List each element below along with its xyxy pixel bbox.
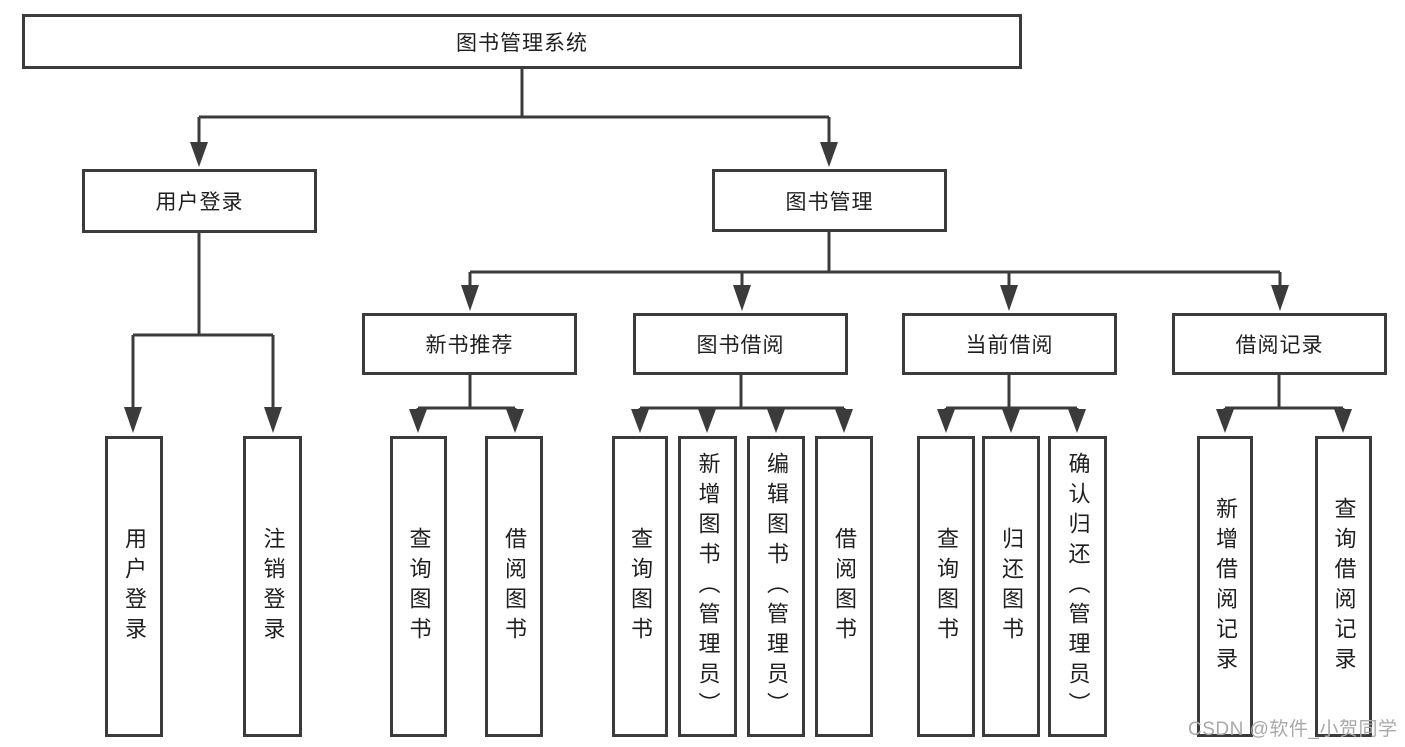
arrowhead-query-books-rec bbox=[409, 409, 427, 433]
leaf-borrow-books-bb: 借阅图书 bbox=[815, 436, 873, 737]
leaf-add-books: 新增图书（管理员） bbox=[678, 436, 737, 737]
arrowhead-book-mgmt bbox=[820, 142, 838, 167]
node-borrow-records-label: 借阅记录 bbox=[1235, 334, 1324, 357]
node-book-borrow-label: 图书借阅 bbox=[696, 334, 785, 357]
leaf-query-record-label: 查询借阅记录 bbox=[1331, 496, 1357, 677]
arrowhead-edit-books bbox=[767, 409, 785, 433]
leaf-user-login: 用户登录 bbox=[105, 436, 163, 737]
arrowhead-add-books bbox=[698, 409, 716, 433]
node-book-mgmt-label: 图书管理 bbox=[785, 190, 874, 214]
leaf-borrow-books-rec-label: 借阅图书 bbox=[502, 526, 527, 647]
leaf-add-record-label: 新增借阅记录 bbox=[1213, 496, 1238, 677]
arrowhead-leaf-logout bbox=[264, 407, 282, 433]
leaf-query-books-rec: 查询图书 bbox=[390, 436, 447, 737]
arrowhead-current-borrow bbox=[1000, 285, 1018, 311]
connector-user-login-children bbox=[131, 233, 275, 409]
arrowhead-borrow-records bbox=[1271, 285, 1289, 311]
leaf-query-books-cb: 查询图书 bbox=[917, 436, 975, 737]
arrowhead-user-login bbox=[190, 142, 208, 167]
leaf-query-books-bb: 查询图书 bbox=[612, 436, 668, 737]
csdn-watermark: CSDN @软件_小贺同学 bbox=[1188, 719, 1398, 740]
connector-new-book-rec-children bbox=[416, 375, 517, 412]
connector-current-borrow-children bbox=[944, 375, 1079, 412]
leaf-add-books-label: 新增图书（管理员） bbox=[695, 451, 721, 722]
leaf-query-books-cb-label: 查询图书 bbox=[934, 526, 959, 647]
arrowhead-query-record bbox=[1334, 409, 1352, 433]
leaf-user-login-label: 用户登录 bbox=[122, 526, 147, 647]
node-book-mgmt: 图书管理 bbox=[712, 169, 947, 232]
leaf-confirm-return-label: 确认归还（管理员） bbox=[1065, 451, 1091, 722]
arrowhead-return-books bbox=[1002, 409, 1020, 433]
node-user-login: 用户登录 bbox=[82, 169, 317, 233]
node-root: 图书管理系统 bbox=[22, 14, 1022, 69]
leaf-edit-books-label: 编辑图书（管理员） bbox=[764, 451, 789, 722]
arrowhead-leaf-user-login bbox=[124, 407, 142, 433]
arrowhead-query-books-bb bbox=[631, 409, 649, 433]
leaf-query-books-rec-label: 查询图书 bbox=[406, 526, 432, 647]
arrowhead-borrow-books-rec bbox=[506, 409, 524, 433]
leaf-query-books-bb-label: 查询图书 bbox=[628, 526, 653, 647]
leaf-logout-label: 注销登录 bbox=[260, 526, 286, 647]
node-borrow-records: 借阅记录 bbox=[1172, 313, 1387, 375]
arrowhead-add-record bbox=[1216, 409, 1234, 433]
node-current-borrow: 当前借阅 bbox=[902, 313, 1117, 375]
node-new-book-rec: 新书推荐 bbox=[362, 313, 577, 375]
leaf-confirm-return: 确认归还（管理员） bbox=[1048, 436, 1107, 737]
node-book-borrow: 图书借阅 bbox=[633, 313, 848, 375]
arrowhead-borrow-books-bb bbox=[835, 409, 853, 433]
leaf-add-record: 新增借阅记录 bbox=[1197, 436, 1253, 737]
leaf-borrow-books-bb-label: 借阅图书 bbox=[832, 526, 857, 647]
arrowhead-confirm-return bbox=[1068, 409, 1086, 433]
node-new-book-rec-label: 新书推荐 bbox=[425, 334, 514, 357]
leaf-edit-books: 编辑图书（管理员） bbox=[747, 436, 805, 737]
connector-borrow-records-children bbox=[1223, 375, 1345, 412]
leaf-query-record: 查询借阅记录 bbox=[1315, 436, 1372, 737]
leaf-borrow-books-rec: 借阅图书 bbox=[485, 436, 543, 737]
arrowhead-book-borrow bbox=[733, 285, 751, 311]
connector-book-mgmt-children bbox=[468, 232, 1282, 288]
leaf-return-books: 归还图书 bbox=[982, 436, 1040, 737]
arrowhead-query-books-cb bbox=[937, 409, 955, 433]
node-current-borrow-label: 当前借阅 bbox=[965, 334, 1054, 357]
node-root-label: 图书管理系统 bbox=[456, 31, 588, 55]
node-user-login-label: 用户登录 bbox=[155, 191, 244, 214]
arrowhead-new-book-rec bbox=[461, 285, 479, 311]
connector-root-to-level2 bbox=[197, 69, 831, 146]
connector-book-borrow-children bbox=[638, 375, 846, 412]
leaf-return-books-label: 归还图书 bbox=[999, 526, 1024, 647]
leaf-logout: 注销登录 bbox=[243, 436, 302, 737]
